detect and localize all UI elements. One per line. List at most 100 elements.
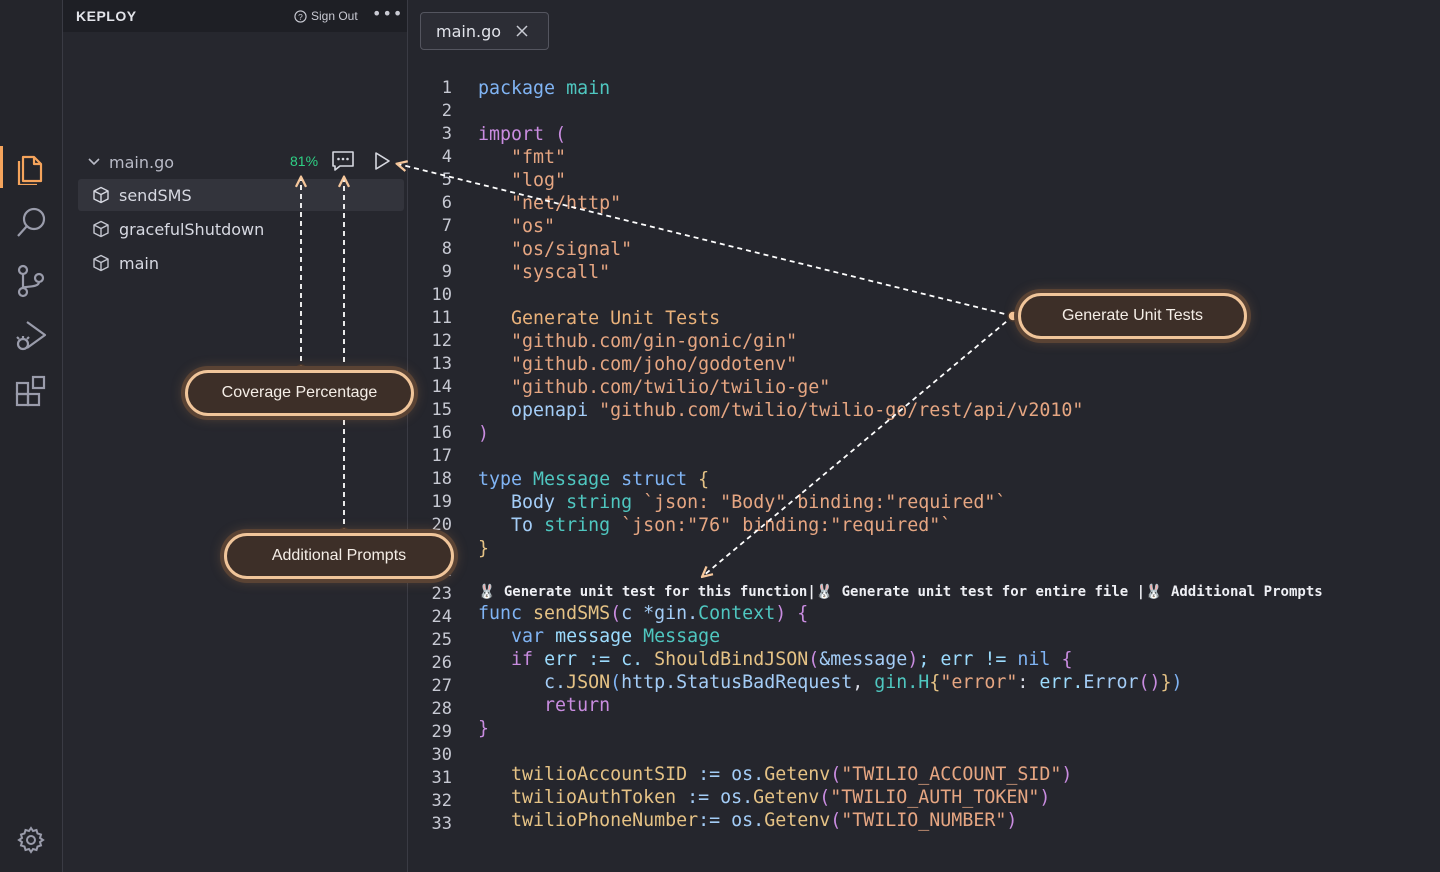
sidebar-title: KEPLOY xyxy=(76,8,137,24)
line-number: 19 xyxy=(431,492,452,512)
code-line: To string `json:"76" binding:"required"` xyxy=(511,515,952,536)
line-number: 18 xyxy=(431,469,452,489)
code-editor[interactable]: 1234567891011121314151617181920212223242… xyxy=(408,74,1440,872)
code-line: var message Message xyxy=(511,626,721,647)
line-number: 33 xyxy=(431,814,452,834)
line-number: 15 xyxy=(431,400,452,420)
more-options-icon[interactable]: ••• xyxy=(372,4,404,23)
line-number: 30 xyxy=(431,745,452,765)
code-line: Generate Unit Tests xyxy=(511,308,721,329)
code-line: "log" xyxy=(511,170,567,191)
rabbit-icon: 🐰 xyxy=(1145,584,1163,600)
code-line: "os" xyxy=(511,216,556,237)
sidebar-header: KEPLOY ? Sign Out ••• xyxy=(63,0,407,32)
line-number: 32 xyxy=(431,791,452,811)
file-name: main.go xyxy=(109,152,175,172)
line-number: 13 xyxy=(431,354,452,374)
function-item-main[interactable]: main xyxy=(78,247,404,279)
code-line: func sendSMS(c *gin.Context) { xyxy=(478,603,809,624)
settings-icon[interactable] xyxy=(11,820,51,860)
tab-label: main.go xyxy=(436,21,502,41)
line-number: 10 xyxy=(431,285,452,305)
line-number: 9 xyxy=(441,262,452,282)
line-number: 17 xyxy=(431,446,452,466)
extensions-icon[interactable] xyxy=(11,371,51,411)
code-line: twilioAccountSID := os.Getenv("TWILIO_AC… xyxy=(511,764,1073,785)
code-line: package main xyxy=(478,78,611,99)
line-number: 27 xyxy=(431,676,452,696)
code-line: openapi "github.com/twilio/twilio-go/res… xyxy=(511,400,1084,421)
code-line: ) xyxy=(478,423,490,444)
function-item-gracefulshutdown[interactable]: gracefulShutdown xyxy=(78,213,404,245)
play-icon xyxy=(375,152,390,170)
additional-prompts-callout: Additional Prompts xyxy=(224,533,454,579)
code-line: "fmt" xyxy=(511,147,567,168)
generate-file-test-lens[interactable]: Generate unit test for entire file xyxy=(841,584,1137,600)
additional-prompts-button[interactable] xyxy=(331,150,355,172)
code-line: return xyxy=(544,695,611,716)
line-number: 7 xyxy=(441,216,452,236)
line-number: 28 xyxy=(431,699,452,719)
code-line: "github.com/twilio/twilio-ge" xyxy=(511,377,831,398)
line-number: 8 xyxy=(441,239,452,259)
code-line: "os/signal" xyxy=(511,239,633,260)
line-number: 25 xyxy=(431,630,452,650)
line-number: 1 xyxy=(441,78,452,98)
chat-icon xyxy=(332,151,354,171)
cube-icon xyxy=(93,220,109,238)
cube-icon xyxy=(93,254,109,272)
line-number: 4 xyxy=(441,147,452,167)
line-number: 3 xyxy=(441,124,452,144)
rabbit-icon: 🐰 xyxy=(478,584,496,600)
line-number: 31 xyxy=(431,768,452,788)
line-number: 29 xyxy=(431,722,452,742)
keploy-sidebar: KEPLOY ? Sign Out ••• main.go 81% sendSM… xyxy=(63,0,408,872)
function-item-sendsms[interactable]: sendSMS xyxy=(78,179,404,211)
explorer-icon[interactable] xyxy=(11,147,51,187)
code-line: "github.com/joho/godotenv" xyxy=(511,354,798,375)
line-number: 23 xyxy=(431,584,452,604)
generate-tests-run-button[interactable] xyxy=(372,151,392,171)
line-number: 24 xyxy=(431,607,452,627)
code-lens-bar: 🐰 Generate unit test for this function|🐰… xyxy=(478,584,1323,600)
coverage-percentage-callout: Coverage Percentage xyxy=(185,370,414,416)
search-icon[interactable] xyxy=(11,203,51,243)
code-line: } xyxy=(478,718,490,739)
sign-out-label: Sign Out xyxy=(311,9,358,23)
line-number: 16 xyxy=(431,423,452,443)
source-control-icon[interactable] xyxy=(11,260,51,300)
code-line: c.JSON(http.StatusBadRequest, gin.H{"err… xyxy=(544,672,1183,693)
generate-function-test-lens[interactable]: Generate unit test for this function xyxy=(503,584,808,600)
line-number: 11 xyxy=(431,308,452,328)
run-debug-icon[interactable] xyxy=(11,315,51,355)
line-number: 2 xyxy=(441,101,452,121)
line-number: 12 xyxy=(431,331,452,351)
line-number: 26 xyxy=(431,653,452,673)
code-line: twilioPhoneNumber:= os.Getenv("TWILIO_NU… xyxy=(511,810,1018,831)
sign-out-button[interactable]: ? Sign Out xyxy=(294,9,358,23)
function-label: gracefulShutdown xyxy=(119,219,265,239)
active-indicator xyxy=(0,146,3,188)
code-line: } xyxy=(478,538,490,559)
line-number: 6 xyxy=(441,193,452,213)
chevron-down-icon xyxy=(87,155,101,169)
line-number: 14 xyxy=(431,377,452,397)
code-line: if err := c. ShouldBindJSON(&message); e… xyxy=(511,649,1073,670)
function-label: sendSMS xyxy=(119,185,192,205)
svg-text:?: ? xyxy=(298,11,303,21)
line-number: 20 xyxy=(431,515,452,535)
tab-main-go[interactable]: main.go xyxy=(420,12,549,50)
code-line: Body string `json: "Body" binding:"requi… xyxy=(511,492,1007,513)
editor-tab-strip: main.go xyxy=(408,0,1440,60)
coverage-percentage: 81% xyxy=(290,153,319,169)
code-line: "github.com/gin-gonic/gin" xyxy=(511,331,798,352)
additional-prompts-lens[interactable]: Additional Prompts xyxy=(1170,584,1323,600)
close-icon[interactable] xyxy=(515,24,529,38)
cube-icon xyxy=(93,186,109,204)
code-line: twilioAuthToken := os.Getenv("TWILIO_AUT… xyxy=(511,787,1051,808)
help-circle-icon: ? xyxy=(294,9,307,23)
generate-unit-tests-callout: Generate Unit Tests xyxy=(1018,293,1247,339)
code-line: import ( xyxy=(478,124,567,145)
file-tree-main-go[interactable]: main.go xyxy=(87,150,403,174)
code-line: type Message struct { xyxy=(478,469,710,490)
